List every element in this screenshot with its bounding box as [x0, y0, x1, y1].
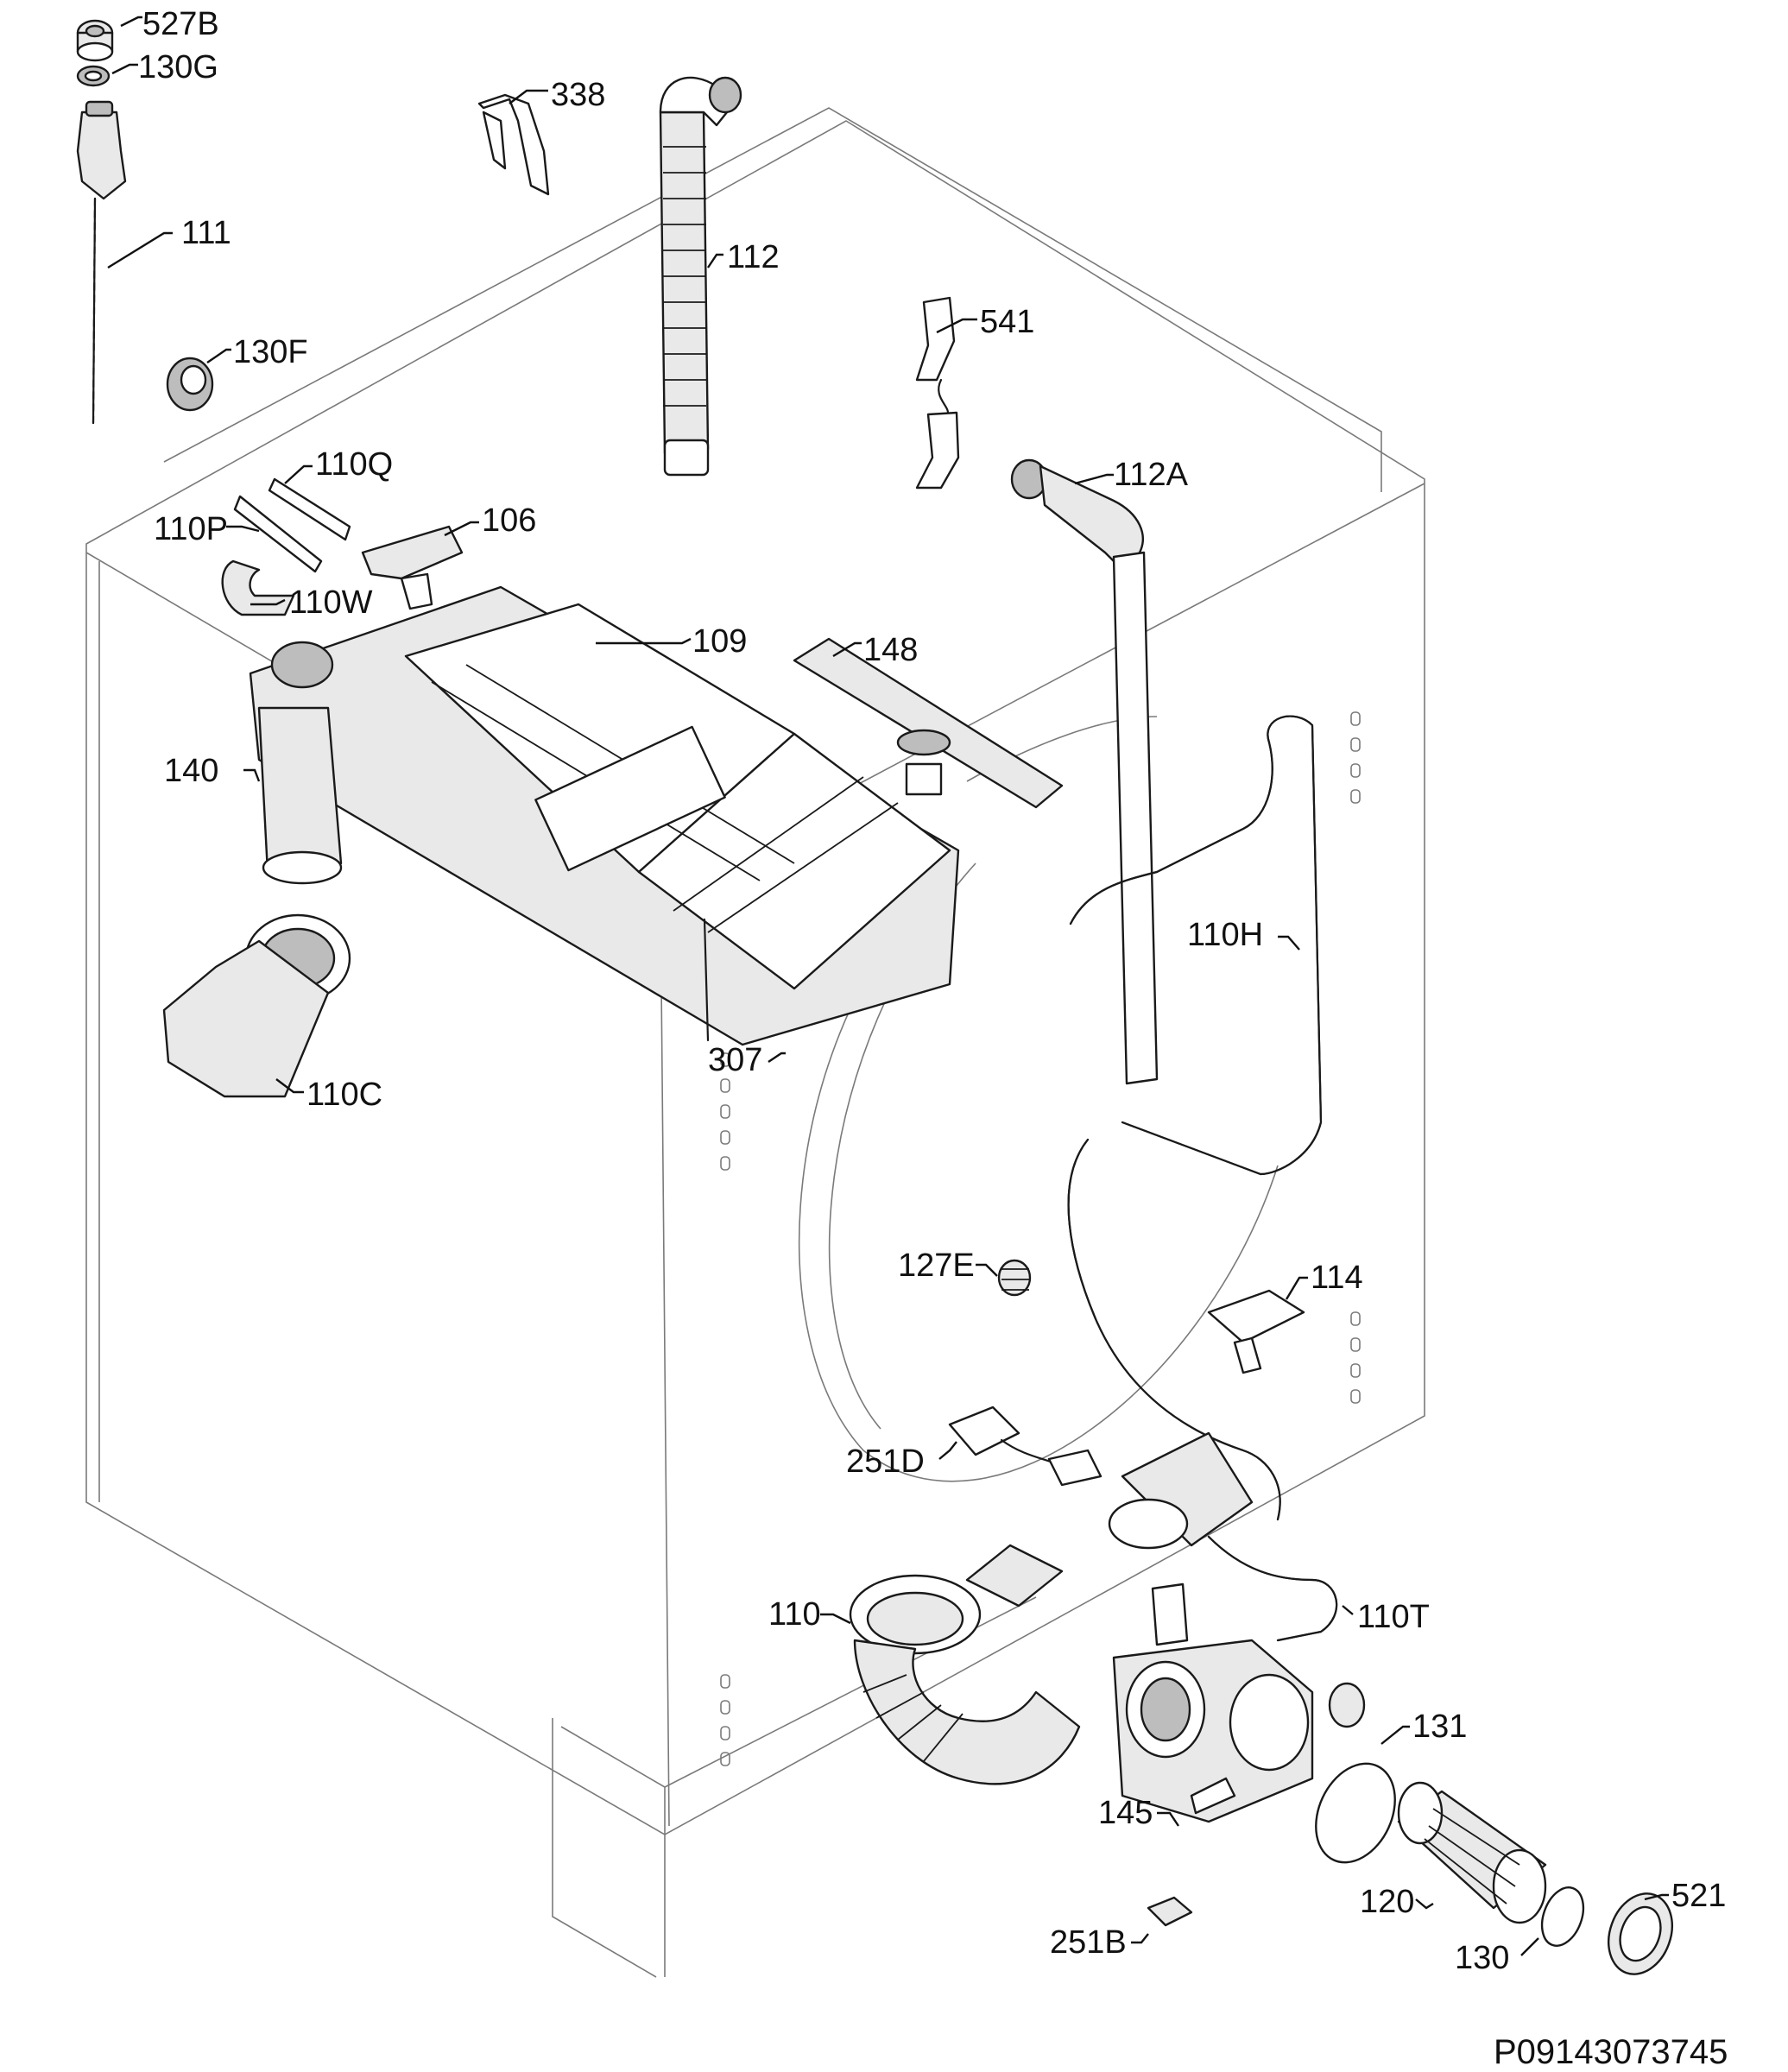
callout-527b: 527B — [142, 6, 219, 42]
part-110h-hose — [1069, 715, 1323, 1176]
callout-120: 120 — [1360, 1884, 1414, 1920]
callout-521: 521 — [1671, 1878, 1726, 1914]
callout-130: 130 — [1455, 1940, 1509, 1976]
part-251d-holder — [948, 1406, 1102, 1487]
part-131-seal — [1315, 1762, 1396, 1864]
part-130g-seal — [76, 65, 111, 87]
callout-148: 148 — [863, 632, 918, 668]
drawing-code: P09143073745 — [1494, 2033, 1728, 2071]
part-521-cap — [1608, 1892, 1673, 1975]
part-valve-tubes — [221, 477, 464, 616]
callout-110h: 110H — [1187, 917, 1263, 953]
callout-112: 112 — [727, 239, 780, 275]
callout-140: 140 — [164, 753, 218, 789]
part-338-hose-clip — [477, 93, 550, 196]
part-114-bracket — [1207, 1289, 1305, 1374]
part-120-filter — [1397, 1781, 1547, 1924]
part-109-dispenser — [249, 585, 960, 1046]
callout-130f: 130F — [233, 334, 308, 370]
part-main-sump-hose — [1067, 1138, 1281, 1550]
callout-114: 114 — [1311, 1260, 1363, 1296]
callout-labels: 527B 130G 338 111 112 541 130F 110Q 112A… — [138, 6, 1726, 1976]
callout-110p: 110P — [154, 511, 228, 547]
callout-110c: 110C — [306, 1077, 382, 1113]
callout-106: 106 — [482, 502, 536, 539]
callout-251d: 251D — [846, 1443, 925, 1480]
part-112a-connector — [1010, 458, 1159, 1085]
part-307-frame — [703, 918, 710, 1042]
part-127e-plug — [997, 1259, 1032, 1297]
part-130-seal — [1540, 1886, 1585, 1947]
callout-112a: 112A — [1114, 457, 1189, 493]
part-140-chamber — [257, 641, 343, 885]
cabinet-holes — [720, 711, 1361, 1766]
part-148-cover — [793, 637, 1064, 809]
callout-145: 145 — [1098, 1795, 1153, 1831]
callout-110t: 110T — [1357, 1599, 1430, 1635]
callout-307: 307 — [708, 1042, 762, 1078]
part-110c-bellows — [162, 913, 351, 1098]
callout-110: 110 — [768, 1596, 821, 1633]
part-541-wire-clips — [915, 296, 960, 490]
callout-127e: 127E — [898, 1248, 975, 1284]
part-112-drain-hose — [659, 76, 742, 477]
callout-130g: 130G — [138, 49, 218, 85]
callout-541: 541 — [980, 304, 1034, 340]
part-527b-cap — [76, 19, 114, 62]
callout-338: 338 — [551, 77, 605, 113]
callout-110q: 110Q — [315, 446, 393, 483]
callout-131: 131 — [1412, 1709, 1467, 1745]
callout-111: 111 — [181, 215, 231, 251]
callout-110w: 110W — [289, 584, 373, 621]
part-130f-nut — [166, 357, 214, 412]
part-111-inlet-hose — [76, 100, 127, 425]
part-145-pump-housing — [1112, 1582, 1366, 1823]
part-251b-clip — [1147, 1896, 1193, 1927]
callout-109: 109 — [692, 623, 747, 660]
callout-251b: 251B — [1050, 1924, 1127, 1961]
part-110t-hose — [1207, 1535, 1338, 1642]
part-110-sump-hose — [849, 1544, 1081, 1785]
leader-lines — [107, 16, 1669, 1956]
